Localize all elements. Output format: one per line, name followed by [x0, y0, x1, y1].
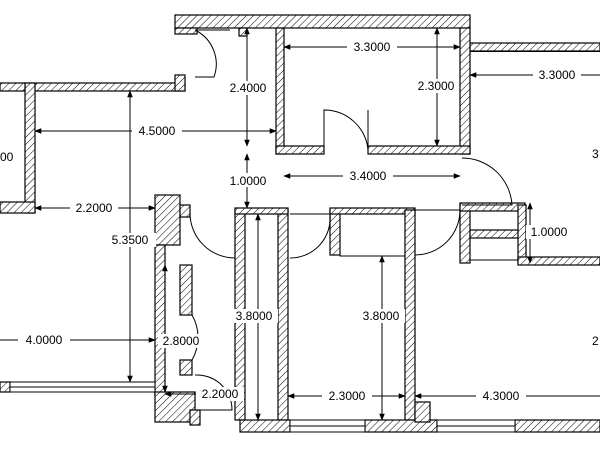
dim-left-edge-partial: 00	[0, 150, 14, 164]
dim-top-room-width: 3.3000	[354, 40, 391, 54]
wall-bottom-bath-base	[189, 409, 201, 426]
dim-room-c-height: 3.8000	[363, 309, 400, 323]
wall-left-top-edge	[0, 82, 26, 92]
dim-bottom-mid-width: 2.3000	[329, 389, 366, 403]
dim-bath-height: 2.8000	[163, 334, 200, 348]
dim-left-height: 5.3500	[112, 233, 149, 247]
dim-left-stub: 2.2000	[76, 201, 113, 215]
dim-right-room-width: 3.3000	[539, 68, 576, 82]
wall-bottom-right-b	[514, 419, 600, 433]
wall-roomc-top	[329, 207, 416, 215]
wall-left-room-top	[24, 82, 186, 92]
dim-bottom-left-width: 4.0000	[26, 333, 63, 347]
wall-top-stub	[174, 27, 198, 35]
door-right-corridor	[461, 157, 513, 206]
wall-closet-right	[517, 204, 527, 264]
wall-roomc-right	[404, 209, 416, 421]
wall-bath-left-lower	[154, 244, 166, 396]
dim-left-room-width: 4.5000	[139, 124, 176, 138]
closet-shelf-bottom	[469, 237, 519, 261]
wall-closet-top	[459, 202, 526, 212]
dim-bottom-bath-width: 2.2000	[202, 387, 239, 401]
wall-roomc-left	[329, 209, 341, 256]
dim-corridor-width: 3.4000	[350, 169, 387, 183]
wall-top-room-bottom-left	[275, 145, 325, 155]
doors	[189, 29, 513, 411]
door-top-left	[194, 29, 230, 78]
wall-bath-right-post	[179, 359, 193, 376]
closet-shelf-top	[469, 210, 519, 231]
wall-left-room-stub	[0, 201, 36, 214]
wall-top-room-left	[275, 27, 285, 155]
door-bath-top	[189, 212, 236, 259]
wall-bath-right-top	[179, 204, 191, 218]
window-top-right	[469, 50, 600, 52]
dim-top-room-height-left: 2.4000	[230, 81, 267, 95]
wall-top	[174, 14, 471, 29]
wall-corridor-vertical	[238, 27, 248, 37]
wall-roomb-top	[234, 207, 289, 215]
dim-corridor-gap: 1.0000	[230, 174, 267, 188]
wall-bath-right-upper	[179, 264, 193, 316]
wall-closet-mid	[469, 229, 526, 239]
door-room-c	[414, 209, 461, 256]
wall-bottom-bath	[154, 391, 196, 423]
wall-bottom-roomb	[239, 419, 291, 433]
dim-right-edge-partial-bottom: 2	[592, 334, 599, 348]
door-bottom-bath	[194, 374, 233, 411]
dimension-labels: 3.3000 2.4000 2.3000 3.3000 4.5000 00 3 …	[0, 40, 599, 403]
wall-left-room-side	[24, 82, 36, 214]
wall-right-top	[469, 42, 600, 52]
walls	[0, 14, 600, 433]
wall-top-room-right	[459, 27, 471, 155]
wall-top-room-bottom-right	[367, 145, 471, 155]
wall-bath-left	[154, 194, 181, 246]
wall-closet-left	[459, 204, 471, 264]
dim-right-edge-partial-top: 3	[592, 147, 599, 161]
dim-top-room-height-right: 2.3000	[418, 79, 455, 93]
roomc-cabinet	[339, 213, 406, 257]
wall-bottom-right-a	[414, 401, 431, 423]
dim-room-b-height: 3.8000	[236, 309, 273, 323]
wall-right-lower	[517, 256, 600, 266]
dim-right-small: 1.0000	[531, 225, 568, 239]
door-room-b	[289, 213, 331, 259]
windows	[9, 50, 600, 433]
wall-roomb-right	[277, 209, 289, 421]
wall-left-notch	[174, 74, 186, 92]
door-top-room	[323, 109, 369, 151]
wall-bottom-left-corner	[0, 381, 11, 393]
dim-bottom-right-width: 4.3000	[483, 389, 520, 403]
